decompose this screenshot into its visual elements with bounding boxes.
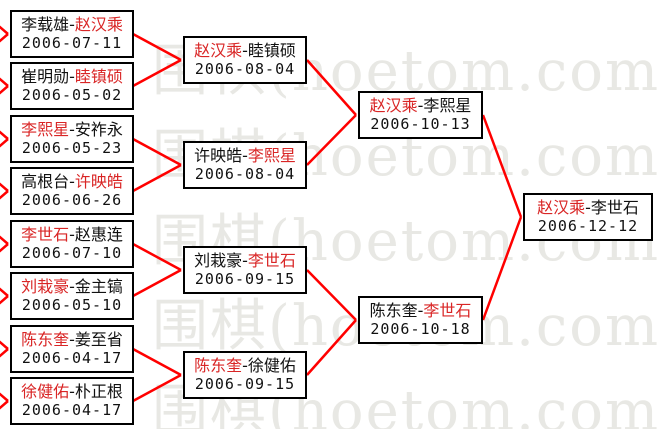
match-box: 崔明勋-睦镇硕 2006-05-02 (10, 62, 134, 110)
match-players: 陈东奎-徐健佑 (194, 356, 296, 375)
match-box: 赵汉乘-睦镇硕 2006-08-04 (183, 36, 307, 84)
vs-separator: - (242, 251, 248, 270)
match-players: 赵汉乘-李熙星 (370, 96, 472, 115)
match-box: 赵汉乘-李世石 2006-12-12 (523, 193, 653, 241)
match-date: 2006-09-15 (194, 270, 296, 288)
match-players: 刘栽豪-李世石 (194, 251, 296, 270)
match-players: 赵汉乘-李世石 (537, 198, 639, 217)
player-name: 睦镇硕 (74, 67, 123, 86)
player-name: 李熙星 (21, 120, 70, 139)
vs-separator: - (69, 15, 75, 34)
player-name: 赵惠连 (74, 225, 123, 244)
vs-separator: - (242, 356, 248, 375)
player-name: 刘栽豪 (194, 251, 243, 270)
player-name: 李熙星 (423, 96, 472, 115)
match-players: 刘栽豪-金主镐 (21, 277, 123, 296)
player-name: 李载雄 (21, 15, 70, 34)
player-name: 徐健佑 (21, 382, 70, 401)
player-name: 赵汉乘 (74, 15, 123, 34)
match-date: 2006-06-26 (21, 191, 123, 209)
match-players: 崔明勋-睦镇硕 (21, 67, 123, 86)
player-name: 崔明勋 (21, 67, 70, 86)
player-name: 陈东奎 (21, 330, 70, 349)
vs-separator: - (585, 198, 591, 217)
match-box: 陈东奎-徐健佑 2006-09-15 (183, 351, 307, 399)
match-box: 刘栽豪-李世石 2006-09-15 (183, 246, 307, 294)
match-players: 陈东奎-李世石 (370, 301, 472, 320)
match-players: 赵汉乘-睦镇硕 (194, 41, 296, 60)
vs-separator: - (69, 382, 75, 401)
player-name: 李世石 (590, 198, 639, 217)
player-name: 许映皓 (194, 146, 243, 165)
match-players: 李世石-赵惠连 (21, 225, 123, 244)
match-box: 陈东奎-李世石 2006-10-18 (358, 296, 483, 344)
match-players: 高根台-许映皓 (21, 172, 123, 191)
vs-separator: - (69, 277, 75, 296)
match-players: 许映皓-李熙星 (194, 146, 296, 165)
match-date: 2006-07-10 (21, 244, 123, 262)
match-box: 赵汉乘-李熙星 2006-10-13 (358, 91, 483, 139)
match-date: 2006-05-02 (21, 86, 123, 104)
player-name: 睦镇硕 (247, 41, 296, 60)
vs-separator: - (242, 146, 248, 165)
player-name: 李世石 (21, 225, 70, 244)
vs-separator: - (69, 67, 75, 86)
vs-separator: - (69, 225, 75, 244)
match-box: 李载雄-赵汉乘 2006-07-11 (10, 10, 134, 58)
match-date: 2006-05-10 (21, 296, 123, 314)
match-date: 2006-08-04 (194, 165, 296, 183)
vs-separator: - (242, 41, 248, 60)
player-name: 赵汉乘 (194, 41, 243, 60)
player-name: 刘栽豪 (21, 277, 70, 296)
player-name: 朴正根 (74, 382, 123, 401)
match-players: 李熙星-安祚永 (21, 120, 123, 139)
player-name: 陈东奎 (369, 301, 418, 320)
match-date: 2006-09-15 (194, 375, 296, 393)
match-box: 徐健佑-朴正根 2006-04-17 (10, 377, 134, 425)
match-date: 2006-10-18 (370, 320, 471, 338)
match-box: 李熙星-安祚永 2006-05-23 (10, 115, 134, 163)
player-name: 安祚永 (74, 120, 123, 139)
match-date: 2006-12-12 (537, 217, 639, 235)
match-date: 2006-07-11 (21, 34, 123, 52)
vs-separator: - (417, 96, 424, 115)
match-date: 2006-08-04 (194, 60, 296, 78)
match-players: 陈东奎-姜至省 (21, 330, 123, 349)
match-date: 2006-04-17 (21, 401, 123, 419)
match-date: 2006-05-23 (21, 139, 123, 157)
vs-separator: - (417, 301, 424, 320)
match-box: 高根台-许映皓 2006-06-26 (10, 167, 134, 215)
match-players: 李载雄-赵汉乘 (21, 15, 123, 34)
player-name: 李世石 (423, 301, 472, 320)
match-box: 许映皓-李熙星 2006-08-04 (183, 141, 307, 189)
player-name: 李世石 (247, 251, 296, 270)
match-date: 2006-10-13 (370, 115, 471, 133)
player-name: 李熙星 (247, 146, 296, 165)
vs-separator: - (69, 172, 75, 191)
match-box: 陈东奎-姜至省 2006-04-17 (10, 325, 134, 373)
player-name: 许映皓 (74, 172, 123, 191)
vs-separator: - (69, 330, 75, 349)
match-box: 李世石-赵惠连 2006-07-10 (10, 220, 134, 268)
vs-separator: - (69, 120, 75, 139)
match-box: 刘栽豪-金主镐 2006-05-10 (10, 272, 134, 320)
player-name: 金主镐 (74, 277, 123, 296)
player-name: 高根台 (21, 172, 70, 191)
match-players: 徐健佑-朴正根 (21, 382, 123, 401)
player-name: 徐健佑 (247, 356, 296, 375)
player-name: 赵汉乘 (369, 96, 418, 115)
player-name: 赵汉乘 (537, 198, 586, 217)
match-date: 2006-04-17 (21, 349, 123, 367)
player-name: 姜至省 (74, 330, 123, 349)
player-name: 陈东奎 (194, 356, 243, 375)
